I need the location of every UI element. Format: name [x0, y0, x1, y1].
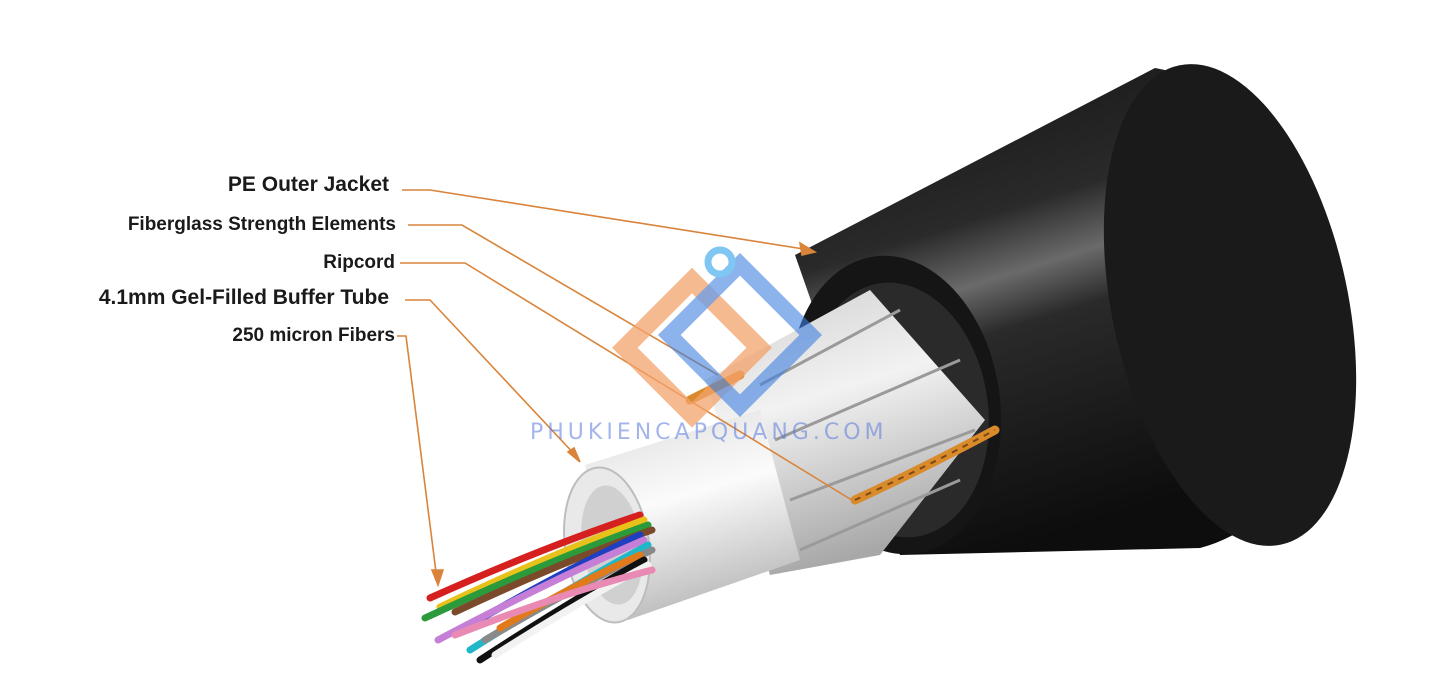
label-pe-outer-jacket: PE Outer Jacket	[227, 173, 389, 196]
fiber-strand	[451, 566, 656, 639]
label-buffer-tube: 4.1mm Gel-Filled Buffer Tube	[98, 286, 389, 309]
fiber-strand	[476, 556, 648, 664]
watermark-text: PHUKIENCAPQUANG.COM	[530, 420, 888, 445]
leader-arrow-buffer-tube	[566, 446, 581, 463]
label-250-micron-fibers: 250 micron Fibers	[232, 325, 395, 346]
leader-buffer-tube	[405, 299, 579, 459]
fiber-bundle	[421, 511, 656, 664]
leader-ripcord	[400, 262, 856, 503]
label-fiberglass-strength-elements: Fiberglass Strength Elements	[127, 214, 396, 235]
fiber-strand	[496, 551, 644, 632]
fiber-strand	[426, 511, 644, 602]
fiber-strand	[421, 521, 652, 622]
leader-pe-outer-jacket	[402, 189, 811, 251]
leader-arrow-fibers	[430, 569, 445, 588]
leader-fibers	[397, 335, 438, 581]
leader-arrow-pe-outer-jacket	[798, 241, 818, 256]
leader-fiberglass	[408, 224, 719, 376]
leader-lines	[397, 189, 856, 588]
fiber-strand	[436, 516, 648, 611]
label-ripcord: Ripcord	[323, 252, 395, 273]
watermark-logo	[612, 246, 823, 428]
fiber-strand	[434, 536, 648, 644]
